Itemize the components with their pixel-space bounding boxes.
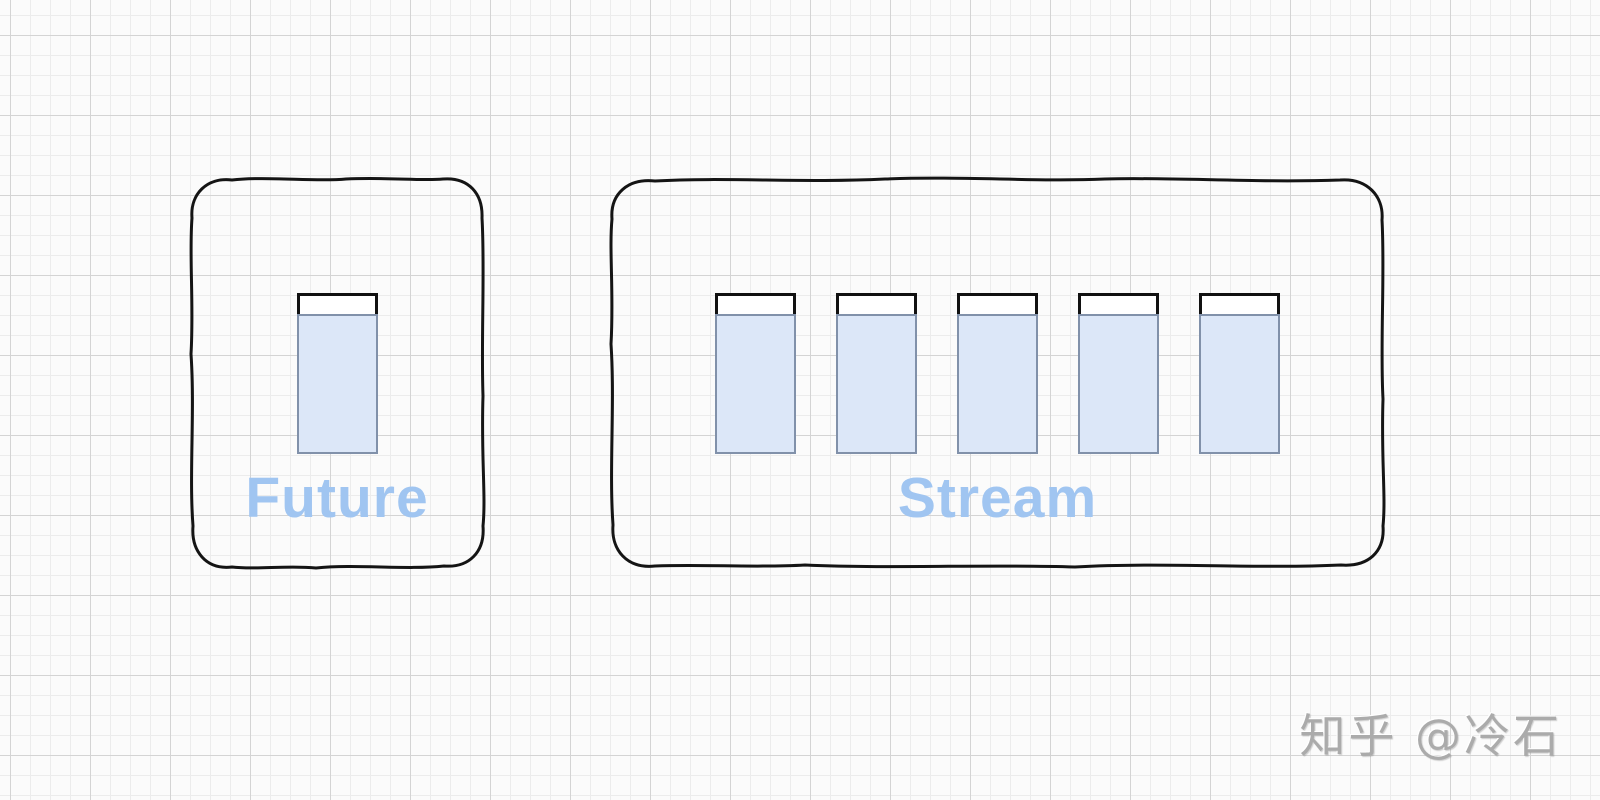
glass-body-fill	[715, 314, 796, 454]
glass	[1078, 293, 1159, 454]
future-glasses-row	[186, 293, 488, 454]
glass	[296, 293, 378, 454]
glass	[715, 293, 796, 454]
glass-top-rim	[296, 293, 378, 314]
glass-body-fill	[957, 314, 1038, 454]
glass-body-fill	[836, 314, 917, 454]
zhihu-watermark: 知乎 @冷石	[1299, 709, 1562, 763]
glass	[957, 293, 1038, 454]
stream-glasses-row	[605, 293, 1390, 454]
glass-top-rim	[957, 293, 1038, 314]
glass-body-fill	[1199, 314, 1280, 454]
glass-body-fill	[1078, 314, 1159, 454]
glass	[1199, 293, 1280, 454]
glass-top-rim	[1078, 293, 1159, 314]
future-box: Future	[186, 174, 488, 572]
stream-box: Stream	[605, 174, 1390, 572]
glass-body-fill	[296, 314, 378, 454]
glass-top-rim	[1199, 293, 1280, 314]
glass-top-rim	[715, 293, 796, 314]
glass-top-rim	[836, 293, 917, 314]
glass	[836, 293, 917, 454]
future-label: Future	[245, 466, 429, 530]
stream-label: Stream	[897, 466, 1098, 530]
